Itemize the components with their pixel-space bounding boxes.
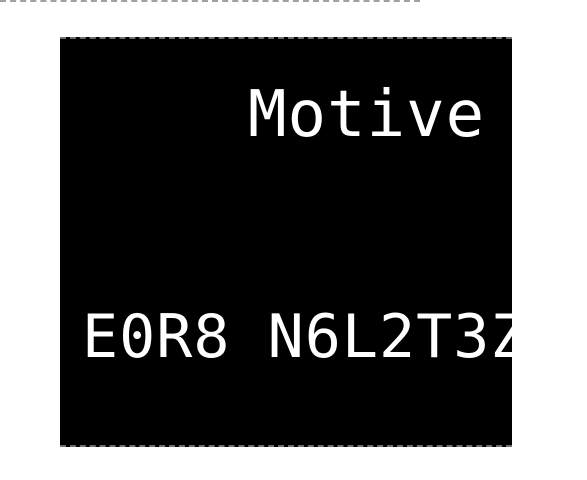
label-title: Motive [248, 78, 486, 152]
label-code: E0R8 N6L2T3Z [82, 302, 528, 372]
label-panel: Motive E0R8 N6L2T3Z [60, 37, 526, 447]
top-dashed-border [0, 0, 420, 2]
